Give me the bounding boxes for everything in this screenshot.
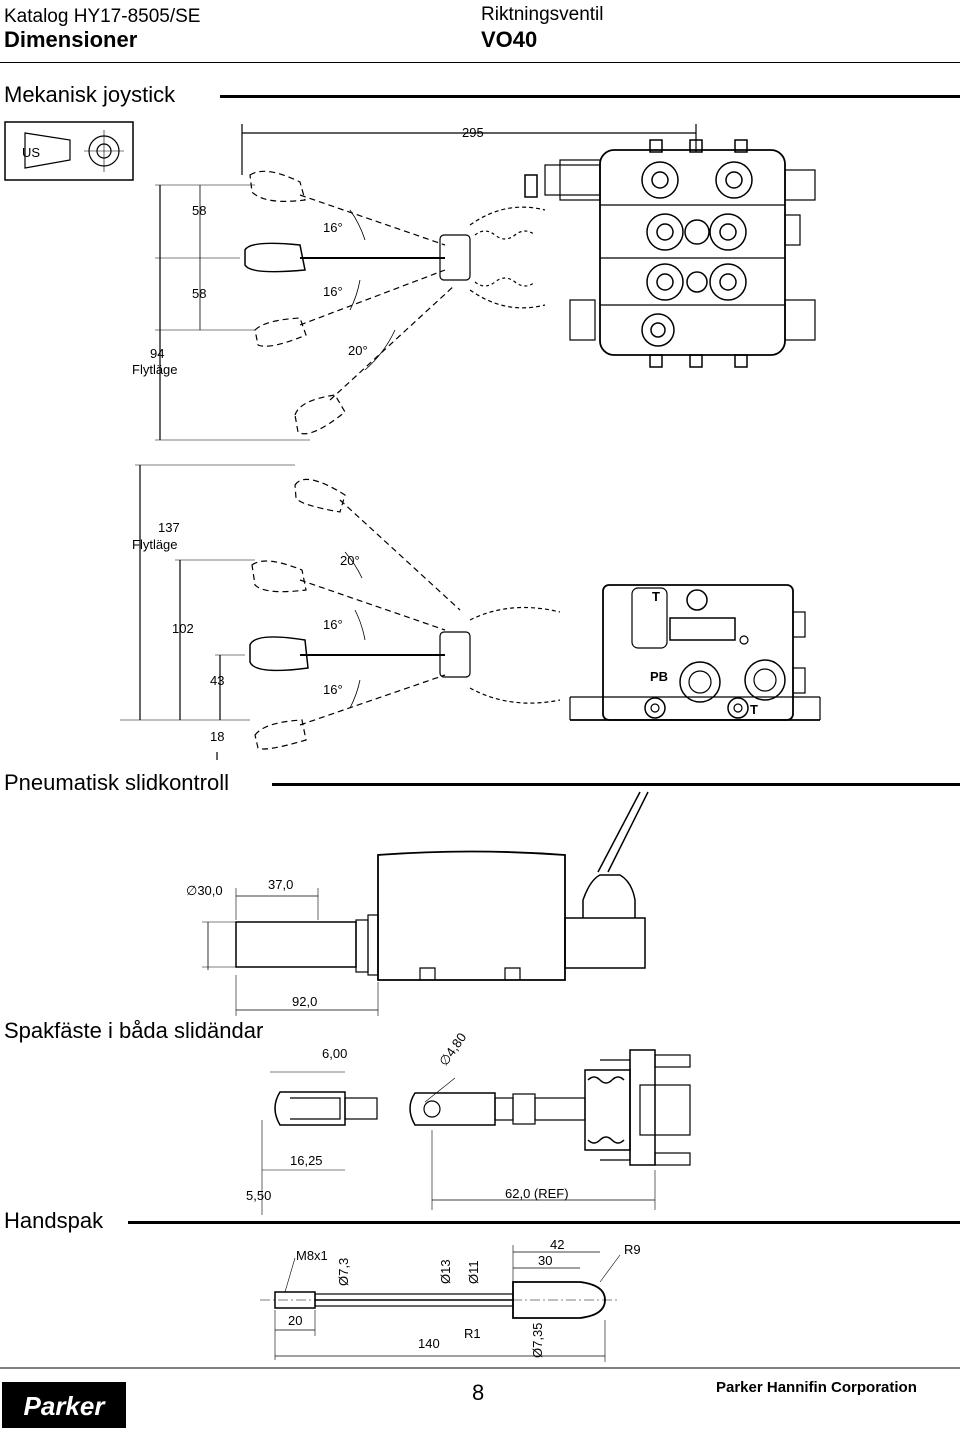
dim-16-25: 16,25 bbox=[290, 1153, 323, 1168]
dim-37: 37,0 bbox=[268, 877, 294, 892]
parker-logo-icon: Parker bbox=[2, 1382, 126, 1428]
angle-20-side: 20° bbox=[340, 553, 360, 568]
product-type: Riktningsventil bbox=[481, 4, 604, 25]
dim-62-ref: 62,0 (REF) bbox=[505, 1186, 569, 1201]
pneumatic-control-drawing bbox=[202, 791, 649, 1016]
dia-7-3: Ø7,3 bbox=[336, 1257, 351, 1286]
header-divider bbox=[0, 62, 960, 63]
product-model: VO40 bbox=[481, 27, 538, 52]
joystick-lever-side-view bbox=[249, 478, 561, 750]
angle-20-top: 20° bbox=[348, 343, 368, 358]
handle-drawing bbox=[260, 1245, 621, 1362]
float-position-label-top: Flytläge bbox=[132, 362, 178, 377]
port-pb: PB bbox=[650, 669, 669, 684]
dim-20: 20 bbox=[288, 1313, 303, 1328]
chapter-title: Dimensioner bbox=[4, 27, 138, 52]
dim-42: 42 bbox=[550, 1237, 565, 1252]
svg-text:Parker: Parker bbox=[24, 1391, 107, 1421]
dim-295: 295 bbox=[462, 125, 484, 140]
dim-30: 30 bbox=[538, 1253, 553, 1268]
radius-9: R9 bbox=[624, 1242, 641, 1257]
dim-102: 102 bbox=[172, 621, 194, 636]
dim-43: 43 bbox=[210, 673, 225, 688]
port-t-top: T bbox=[652, 589, 660, 604]
dim-18: 18 bbox=[210, 729, 225, 744]
dia-7-35: Ø7,35 bbox=[530, 1322, 545, 1358]
company-name: Parker Hannifin Corporation bbox=[716, 1379, 917, 1396]
dim-58-upper: 58 bbox=[192, 203, 207, 218]
dia-13: Ø13 bbox=[438, 1259, 453, 1284]
section-title-pneumatic: Pneumatisk slidkontroll bbox=[4, 770, 229, 795]
page-number: 8 bbox=[472, 1380, 485, 1405]
section-title-handle: Handspak bbox=[4, 1208, 104, 1233]
section-title-joystick: Mekanisk joystick bbox=[4, 82, 176, 107]
float-position-label-side: Flytläge bbox=[132, 537, 178, 552]
dim-5-50: 5,50 bbox=[246, 1188, 272, 1203]
lever-mount-drawing bbox=[261, 1049, 691, 1215]
dim-6-00: 6,00 bbox=[322, 1046, 348, 1061]
dia-30: ∅30,0 bbox=[186, 883, 223, 898]
dim-140: 140 bbox=[418, 1336, 440, 1351]
dia-11: Ø11 bbox=[466, 1260, 481, 1284]
section-rule-pneumatic bbox=[272, 783, 960, 786]
thread-m8x1: M8x1 bbox=[296, 1248, 328, 1263]
valve-body-side-view bbox=[569, 584, 821, 721]
catalog-number: Katalog HY17-8505/SE bbox=[4, 6, 201, 27]
dim-137: 137 bbox=[158, 520, 180, 535]
section-rule-handle bbox=[128, 1221, 960, 1224]
dim-94: 94 bbox=[150, 346, 165, 361]
angle-16-lower-side: 16° bbox=[323, 682, 343, 697]
angle-16-upper-side: 16° bbox=[323, 617, 343, 632]
port-t-bottom: T bbox=[750, 702, 758, 717]
projection-symbol-icon bbox=[4, 121, 134, 181]
section-title-lever-mount: Spakfäste i båda slidändar bbox=[4, 1018, 264, 1043]
joystick-lever-top-view bbox=[244, 170, 546, 435]
dim-92: 92,0 bbox=[292, 994, 318, 1009]
projection-badge-label: US bbox=[22, 145, 41, 160]
dim-58-lower: 58 bbox=[192, 286, 207, 301]
valve-body-top-view bbox=[524, 139, 816, 368]
angle-16-lower-top: 16° bbox=[323, 284, 343, 299]
angle-16-upper-top: 16° bbox=[323, 220, 343, 235]
radius-1: R1 bbox=[464, 1326, 481, 1341]
section-rule-joystick bbox=[220, 95, 960, 98]
